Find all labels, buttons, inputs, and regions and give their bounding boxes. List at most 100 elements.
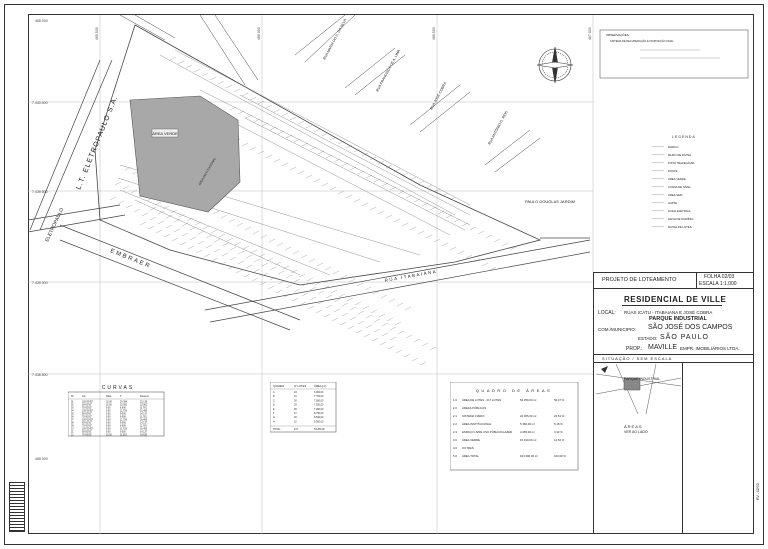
- quadras-cell: 7.750,00: [314, 395, 324, 398]
- areas-cell: ÁREAS PÚBLICAS: [462, 405, 486, 410]
- legend-item: MARCO: [668, 145, 679, 149]
- local-label: LOCAL:: [598, 310, 616, 316]
- notes-heading: OBSERVAÇÕES: [606, 32, 629, 37]
- grid-top-2: 465.500: [95, 27, 99, 40]
- curvas-cell: 03: [71, 408, 74, 410]
- areas-cell: ÁREA DE LOTES - 217 LOTES: [462, 398, 501, 402]
- legend-item: MURO DE DIVISA: [668, 153, 691, 157]
- curvas-cell: 11.728: [120, 411, 128, 413]
- legend-item: CURVA DE NÍVEL: [668, 185, 691, 189]
- areas-cell: 14,52 %: [554, 438, 565, 442]
- legend-item: FAIXA DE DOMÍNIO: [668, 217, 694, 221]
- curvas-header: Nº: [71, 394, 74, 398]
- quadras-cell: 22: [294, 420, 297, 423]
- legend-item: LINHA ELÉTRICA: [668, 208, 691, 213]
- quadras-cell: 7.250,00: [314, 404, 324, 407]
- grid-left-2: 7.439.500: [32, 190, 48, 194]
- areas-cell: 52,47 %: [554, 398, 565, 402]
- curvas-cell: 02: [71, 405, 74, 407]
- municipio-label: COM./MUNICIPIO:: [598, 327, 636, 332]
- quadras-cell: 6.500,00: [314, 416, 324, 419]
- curvas-header: T: [120, 394, 122, 398]
- municipio-value: SÃO JOSÉ DOS CAMPOS: [648, 324, 733, 331]
- legend-list: MARCO MURO DE DIVISA PISTA TRAFEGÁVEL POSTE…: [652, 145, 695, 229]
- quadras-cell: 31: [294, 395, 297, 398]
- quadras-cell: D: [273, 404, 275, 407]
- embraer-label: EMBRAER: [109, 248, 152, 270]
- areas-title: QUADRO DE ÁREAS: [476, 388, 552, 393]
- curvas-cell: 22.135: [140, 402, 148, 404]
- curvas-cell: 105°00'00": [82, 429, 93, 431]
- title-block: PROJETO DE LOTEAMENTO FOLHA 02/03 ESCALA…: [593, 272, 754, 534]
- quadras-cell: E: [273, 408, 275, 411]
- drawing-sheet: [4, 4, 764, 545]
- grid-left-3: 7.439.000: [32, 281, 48, 285]
- areas-cell: 5,18 %: [554, 422, 563, 426]
- curvas-cell: 90°00'00": [82, 423, 92, 425]
- curvas-cell: 9.00: [106, 417, 111, 419]
- curvas-cell: 9.000: [120, 423, 126, 425]
- parque-label: PARQUE INDUSTRIAL: [624, 377, 661, 381]
- area-verde: [129, 95, 241, 213]
- curvas-cell: 15.00: [106, 405, 112, 407]
- curvas-cell: 16.493: [140, 420, 148, 422]
- drawing-frame: [28, 14, 754, 534]
- grid-left-1: 7.440.000: [32, 101, 48, 105]
- quadras-cell: 24: [294, 391, 297, 394]
- grid-top-4: 466.500: [432, 27, 436, 40]
- curvas-cell: 15.00: [106, 402, 112, 404]
- situation-map: [596, 364, 682, 415]
- quadras-header: ÁREA (m²): [314, 384, 327, 388]
- area-verde-label: ÁREA VERDE: [152, 131, 178, 136]
- areas-cell: 54.250,00 m²: [520, 398, 537, 402]
- company-stamp: [9, 482, 25, 532]
- curvas-cell: 14.137: [140, 423, 148, 425]
- areas-cell: SISTEMA VIÁRIO: [462, 414, 485, 418]
- curvas-cell: 9.00: [106, 414, 111, 416]
- lt-label: L.T. ELETROPAULO S.A.: [75, 95, 119, 191]
- curvas-cell: 105°00'50": [82, 402, 93, 404]
- curvas-cell: 05: [71, 414, 74, 416]
- curvas-cell: 08: [71, 423, 74, 425]
- curvas-cell: 11.781: [140, 426, 148, 428]
- street-label-1: RUA MARIA DO C. DA SILVA: [322, 18, 347, 61]
- prop-value: MAVILLE: [648, 344, 678, 351]
- street-label-3: RUA JOSÉ COBRA: [428, 80, 447, 110]
- curvas-cell: 9.00: [106, 432, 111, 434]
- curvas-cell: 10: [71, 429, 74, 431]
- situacao-label: SITUAÇÃO / SEM ESCALA: [602, 356, 673, 361]
- curvas-cell: 75°00'00": [82, 408, 92, 410]
- curvas-title: CURVAS: [102, 385, 134, 391]
- curvas-cell: 11.781: [140, 417, 148, 419]
- curvas-cell: 75°00'00": [82, 435, 92, 437]
- curvas-header: Desenv.: [140, 394, 150, 398]
- project-name: RESIDENCIAL DE VILLE: [624, 295, 727, 304]
- area-verde-label-box: [151, 128, 179, 138]
- areas-cell: 5.360,00 m²: [520, 422, 535, 426]
- quadras-cell: 29: [294, 404, 297, 407]
- areas-note: VER AO LADO: [624, 430, 648, 434]
- quadras-cell: 6.000,00: [314, 391, 324, 394]
- curvas-cell: 12: [71, 435, 74, 437]
- curvas-cell: 9.00: [106, 420, 111, 422]
- curvas-cell: 23.562: [140, 405, 148, 407]
- areas-label: ÁREAS: [624, 424, 643, 429]
- curvas-cell: 90°00'00": [82, 414, 92, 416]
- project-label: PROJETO DE LOTEAMENTO: [602, 277, 677, 283]
- quadras-cell: B: [273, 395, 275, 398]
- curvas-cell: 105°00'00": [82, 420, 93, 422]
- notes-text: SISTEMA DE RECUPERAÇÃO E DISPOSIÇÃO FINA…: [610, 38, 674, 43]
- legend-title: LEGENDA: [672, 135, 696, 139]
- curvas-cell: 90°00'00": [82, 405, 92, 407]
- curvas-cell: 01: [71, 402, 74, 404]
- scale: ESCALA 1:1.000: [699, 281, 737, 287]
- prop-label: PROP.:: [626, 346, 643, 352]
- areas-cell: 2.0: [453, 406, 457, 410]
- legend-item: POSTE: [668, 169, 678, 173]
- curvas-cell: 07: [71, 420, 74, 422]
- grid-left-4: 7.438.500: [32, 373, 48, 377]
- legend-item: PISTA TRAFEGÁVEL: [668, 161, 695, 165]
